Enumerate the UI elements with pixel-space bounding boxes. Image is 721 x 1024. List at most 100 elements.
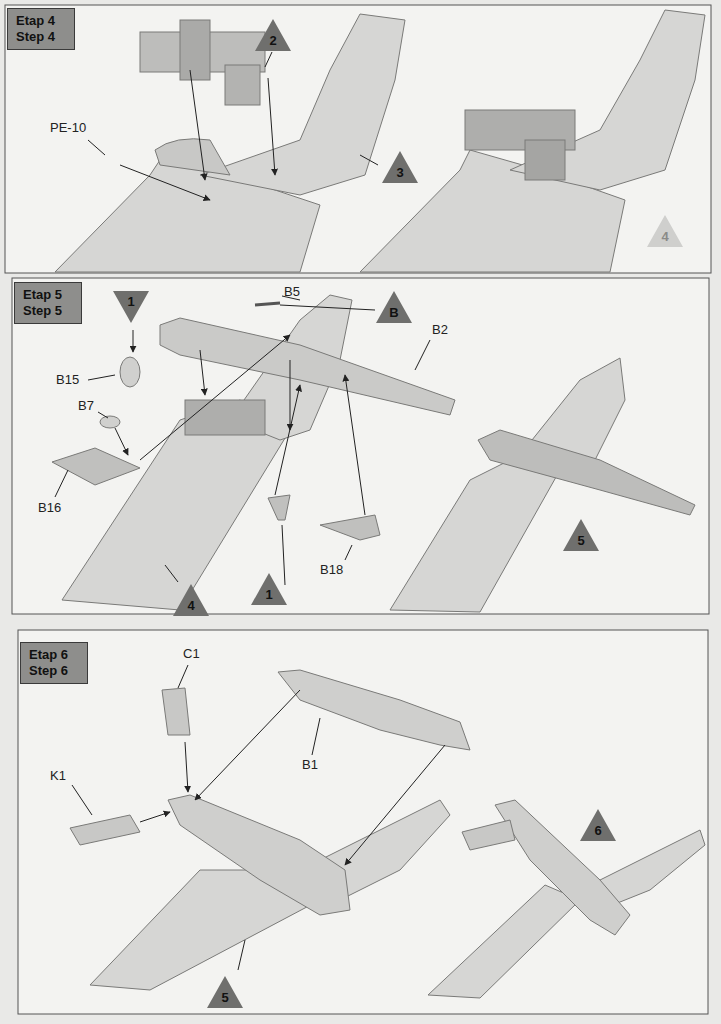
triangle-shape (255, 19, 291, 51)
part-label: B7 (78, 398, 94, 413)
callout-triangle: 1 (250, 572, 288, 606)
leader-line (345, 545, 352, 560)
part (120, 357, 140, 387)
step-panel (12, 278, 709, 614)
callout-number: 4 (172, 598, 210, 613)
callout-triangle: 6 (579, 808, 617, 842)
callout-triangle: 4 (172, 583, 210, 617)
triangle-shape (207, 976, 243, 1008)
callout-triangle: 4 (646, 214, 684, 248)
callout-number: 1 (112, 294, 150, 309)
cockpit-part (525, 140, 565, 180)
step-panel (18, 630, 708, 1014)
part-label: B1 (302, 757, 318, 772)
cockpit-part (180, 20, 210, 80)
assembly-arrow (133, 330, 134, 352)
leader-line (88, 140, 105, 155)
triangle-shape (382, 151, 418, 183)
callout-triangle: 5 (562, 518, 600, 552)
step-title: Etap 6 Step 6 (29, 647, 79, 679)
part (320, 515, 380, 540)
triangle-shape (563, 519, 599, 551)
part-label: C1 (183, 646, 200, 661)
callout-triangle: 3 (381, 150, 419, 184)
triangle-shape (173, 584, 209, 616)
callout-number: 2 (254, 33, 292, 48)
leader-line (178, 665, 188, 688)
wing (510, 10, 705, 190)
callout-triangle: 2 (254, 18, 292, 52)
leader-line (165, 565, 178, 582)
callout-number: 5 (206, 990, 244, 1005)
assembly-arrow (290, 360, 291, 430)
leader-line (98, 412, 108, 418)
assembly-arrow (185, 742, 188, 792)
rudder (162, 688, 190, 735)
assembly-arrow (140, 812, 170, 822)
fuselage (168, 795, 350, 915)
leader-line (360, 155, 378, 165)
step-header: Etap 6 Step 6 (20, 642, 88, 684)
leader-line (72, 785, 92, 815)
leader-line (312, 718, 320, 755)
part (100, 416, 120, 428)
assembly-arrow (345, 375, 365, 515)
callout-number: 3 (381, 165, 419, 180)
tailplane (70, 815, 140, 845)
assembly-arrow (120, 165, 210, 200)
cockpit-part (185, 400, 265, 435)
wing-root (155, 139, 230, 175)
fuselage (495, 800, 630, 935)
wing (62, 400, 290, 610)
leader-line (415, 340, 430, 370)
assembly-arrow (200, 350, 205, 395)
assembly-arrow (275, 385, 300, 495)
assembly-arrow (190, 70, 205, 180)
callout-triangle: 1 (112, 290, 150, 324)
callout-number: 4 (646, 229, 684, 244)
triangle-shape (647, 215, 683, 247)
leader-line (280, 305, 375, 310)
leader-line (265, 52, 272, 67)
callout-number: 6 (579, 823, 617, 838)
triangle-shape (113, 291, 149, 323)
step-title: Etap 4 Step 4 (16, 13, 66, 45)
leader-line (88, 375, 115, 380)
wing (390, 455, 560, 612)
assembly-arrow (140, 335, 290, 460)
part-label: PE-10 (50, 120, 86, 135)
callout-number: 1 (250, 587, 288, 602)
part-label: B5 (284, 284, 300, 299)
step-header: Etap 4 Step 4 (7, 8, 75, 50)
part-label: B2 (432, 322, 448, 337)
triangle-shape (580, 809, 616, 841)
callout-number: B (375, 305, 413, 320)
part (268, 495, 290, 520)
part-label: B18 (320, 562, 343, 577)
leader-line (55, 470, 68, 497)
leader-line (238, 940, 245, 970)
fuselage-half (278, 670, 470, 750)
leader-line (282, 525, 285, 585)
step-header: Etap 5 Step 5 (14, 282, 82, 324)
cockpit-part (225, 65, 260, 105)
assembly-arrow (115, 428, 128, 455)
assembly-arrow (195, 690, 300, 800)
triangle-shape (376, 291, 412, 323)
callout-number: 5 (562, 533, 600, 548)
tailplane (462, 820, 515, 850)
step-panel (5, 5, 711, 273)
wing (428, 885, 580, 998)
assembly-arrow (268, 78, 275, 175)
part-label: B16 (38, 500, 61, 515)
callout-triangle: 5 (206, 975, 244, 1009)
triangle-shape (251, 573, 287, 605)
assembly-arrow (345, 745, 445, 865)
fuselage-half (478, 430, 695, 515)
step-title: Etap 5 Step 5 (23, 287, 73, 319)
callout-triangle: B (375, 290, 413, 324)
part (255, 303, 280, 305)
part-label: K1 (50, 768, 66, 783)
